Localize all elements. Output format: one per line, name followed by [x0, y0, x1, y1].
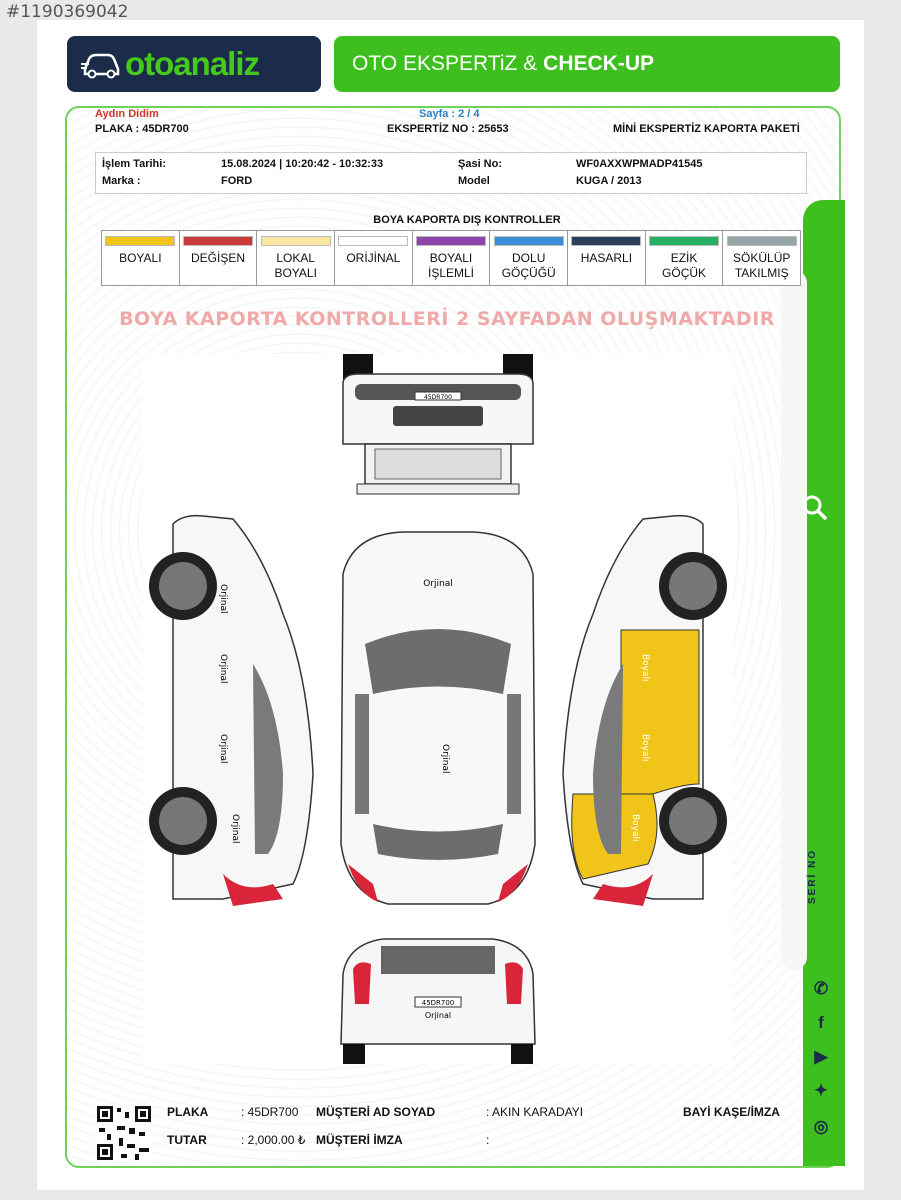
car-logo-icon [81, 53, 120, 79]
legend-swatch [726, 236, 797, 246]
right-label-2: Boyalı [640, 734, 650, 762]
date-label: İşlem Tarihi: [102, 158, 166, 170]
legend-item: DEĞİŞEN [180, 231, 258, 285]
rear-label: Orjinal [425, 1011, 451, 1020]
legend-label: BOYALI [119, 251, 162, 265]
report-page: otoanaliz OTO EKSPERTiZ & CHECK-UP Aydın… [37, 20, 864, 1190]
legend-label: SÖKÜLÜP TAKILMIŞ [733, 251, 791, 280]
legend-swatch [338, 236, 409, 246]
paint-legend: BOYALI DEĞİŞEN LOKAL BOYALI ORİJİNAL BOYALI … [101, 230, 801, 286]
customer-signature-value: : [486, 1133, 490, 1147]
car-front-view: 45DR700 [342, 354, 534, 495]
car-diagram-svg: 45DR700 Orjinal Orjinal Orjinal Orjinal [149, 354, 727, 1064]
report-footer: PLAKA : 45DR700 TUTAR : 2,000.00 ₺ MÜŞTE… [91, 1096, 811, 1170]
front-plate: 45DR700 [424, 394, 452, 401]
rear-plate: 45DR700 [422, 999, 455, 1007]
right-painted-front-door [620, 629, 700, 795]
chassis-value: WF0AXXWPMADP41545 [576, 158, 703, 170]
search-icon[interactable] [799, 492, 829, 522]
customer-name-label: MÜŞTERİ AD SOYAD [316, 1105, 436, 1119]
legend-swatch [260, 236, 331, 246]
legend-item: EZİK GÖÇÜK [646, 231, 724, 285]
customer-signature-label: MÜŞTERİ İMZA [316, 1133, 403, 1147]
side-light-strip [781, 270, 807, 970]
legend-label: DEĞİŞEN [191, 251, 246, 265]
roof-label: Orjinal [440, 744, 450, 774]
facebook-icon[interactable]: f [818, 1013, 824, 1032]
date-value: 15.08.2024 | 10:20:42 - 10:32:33 [221, 158, 384, 170]
expertise-number: EKSPERTİZ NO : 25653 [387, 123, 509, 135]
dealer-stamp-label: BAYİ KAŞE/İMZA [683, 1105, 780, 1119]
legend-swatch [649, 236, 720, 246]
legend-item: DOLU GÖÇÜĞÜ [490, 231, 569, 285]
whatsapp-icon[interactable]: ✆ [813, 979, 829, 998]
brand-value: FORD [221, 175, 253, 187]
right-label-3: Boyalı [630, 814, 640, 842]
qr-code [95, 1104, 153, 1162]
car-top-view: Orjinal Orjinal [340, 531, 536, 905]
left-label-2: Orjinal [218, 654, 228, 684]
twitter-icon[interactable]: ✦ [813, 1081, 829, 1100]
legend-label: BOYALI İŞLEMLİ [428, 251, 475, 280]
legend-label: HASARLI [580, 251, 633, 265]
car-diagram: 45DR700 Orjinal Orjinal Orjinal Orjinal [143, 354, 733, 1064]
legend-swatch [493, 236, 564, 246]
brand-logo: otoanaliz [67, 36, 321, 92]
right-label-1: Boyalı [640, 654, 650, 682]
header-emphasis: CHECK-UP [543, 52, 654, 75]
legend-label: DOLU GÖÇÜĞÜ [501, 251, 556, 280]
left-label-1: Orjinal [218, 584, 228, 614]
header-banner: OTO EKSPERTiZ & CHECK-UP [334, 36, 840, 92]
legend-item: LOKAL BOYALI [257, 231, 336, 285]
left-label-3: Orjinal [218, 734, 228, 764]
dealer-name: Aydın Didim [95, 108, 159, 120]
legend-item: HASARLI [568, 231, 646, 285]
legend-item: BOYALI İŞLEMLİ [413, 231, 491, 285]
vehicle-info-box: İşlem Tarihi: 15.08.2024 | 10:20:42 - 10… [95, 152, 807, 194]
legend-item: BOYALI [102, 231, 180, 285]
serial-number-label: SERİ NO [807, 848, 818, 904]
package-name: MİNİ EKSPERTİZ KAPORTA PAKETİ [613, 123, 800, 135]
stock-id: #1190369042 [6, 2, 129, 22]
model-value: KUGA / 2013 [576, 175, 642, 187]
legend-item: SÖKÜLÜP TAKILMIŞ [723, 231, 800, 285]
page-indicator: Sayfa : 2 / 4 [419, 108, 480, 120]
legend-swatch [183, 236, 253, 246]
legend-swatch [105, 236, 176, 246]
plate-line: PLAKA : 45DR700 [95, 123, 189, 135]
legend-swatch [571, 236, 642, 246]
customer-name-value: : AKIN KARADAYI [486, 1105, 584, 1119]
model-label: Model [458, 175, 490, 187]
header-prefix: OTO EKSPERTiZ & [352, 52, 538, 75]
car-left-view: Orjinal Orjinal Orjinal Orjinal [149, 514, 314, 906]
footer-plate-label: PLAKA [167, 1105, 209, 1119]
side-green-bar [803, 200, 845, 1166]
legend-label: EZİK GÖÇÜK [662, 251, 707, 280]
legend-title: BOYA KAPORTA DIŞ KONTROLLER [373, 214, 561, 226]
two-page-warning: BOYA KAPORTA KONTROLLERİ 2 SAYFADAN OLUŞ… [119, 308, 775, 330]
brand-label: Marka : [102, 175, 141, 187]
youtube-icon[interactable]: ▶ [814, 1047, 828, 1066]
legend-item: ORİJİNAL [335, 231, 413, 285]
car-right-view: Boyalı Boyalı Boyalı [562, 514, 727, 906]
left-label-4: Orjinal [230, 814, 240, 844]
legend-swatch [416, 236, 487, 246]
hood-label: Orjinal [423, 579, 453, 589]
legend-label: LOKAL BOYALI [274, 251, 317, 280]
instagram-icon[interactable]: ◎ [813, 1117, 829, 1136]
legend-label: ORİJİNAL [346, 251, 401, 265]
footer-plate-value: : 45DR700 [241, 1105, 299, 1119]
chassis-label: Şasi No: [458, 158, 503, 170]
brand-name: otoanaliz [125, 45, 260, 82]
car-rear-view: 45DR700 Orjinal [340, 938, 536, 1064]
footer-total-label: TUTAR [167, 1133, 207, 1147]
footer-total-value: : 2,000.00 ₺ [241, 1133, 306, 1147]
